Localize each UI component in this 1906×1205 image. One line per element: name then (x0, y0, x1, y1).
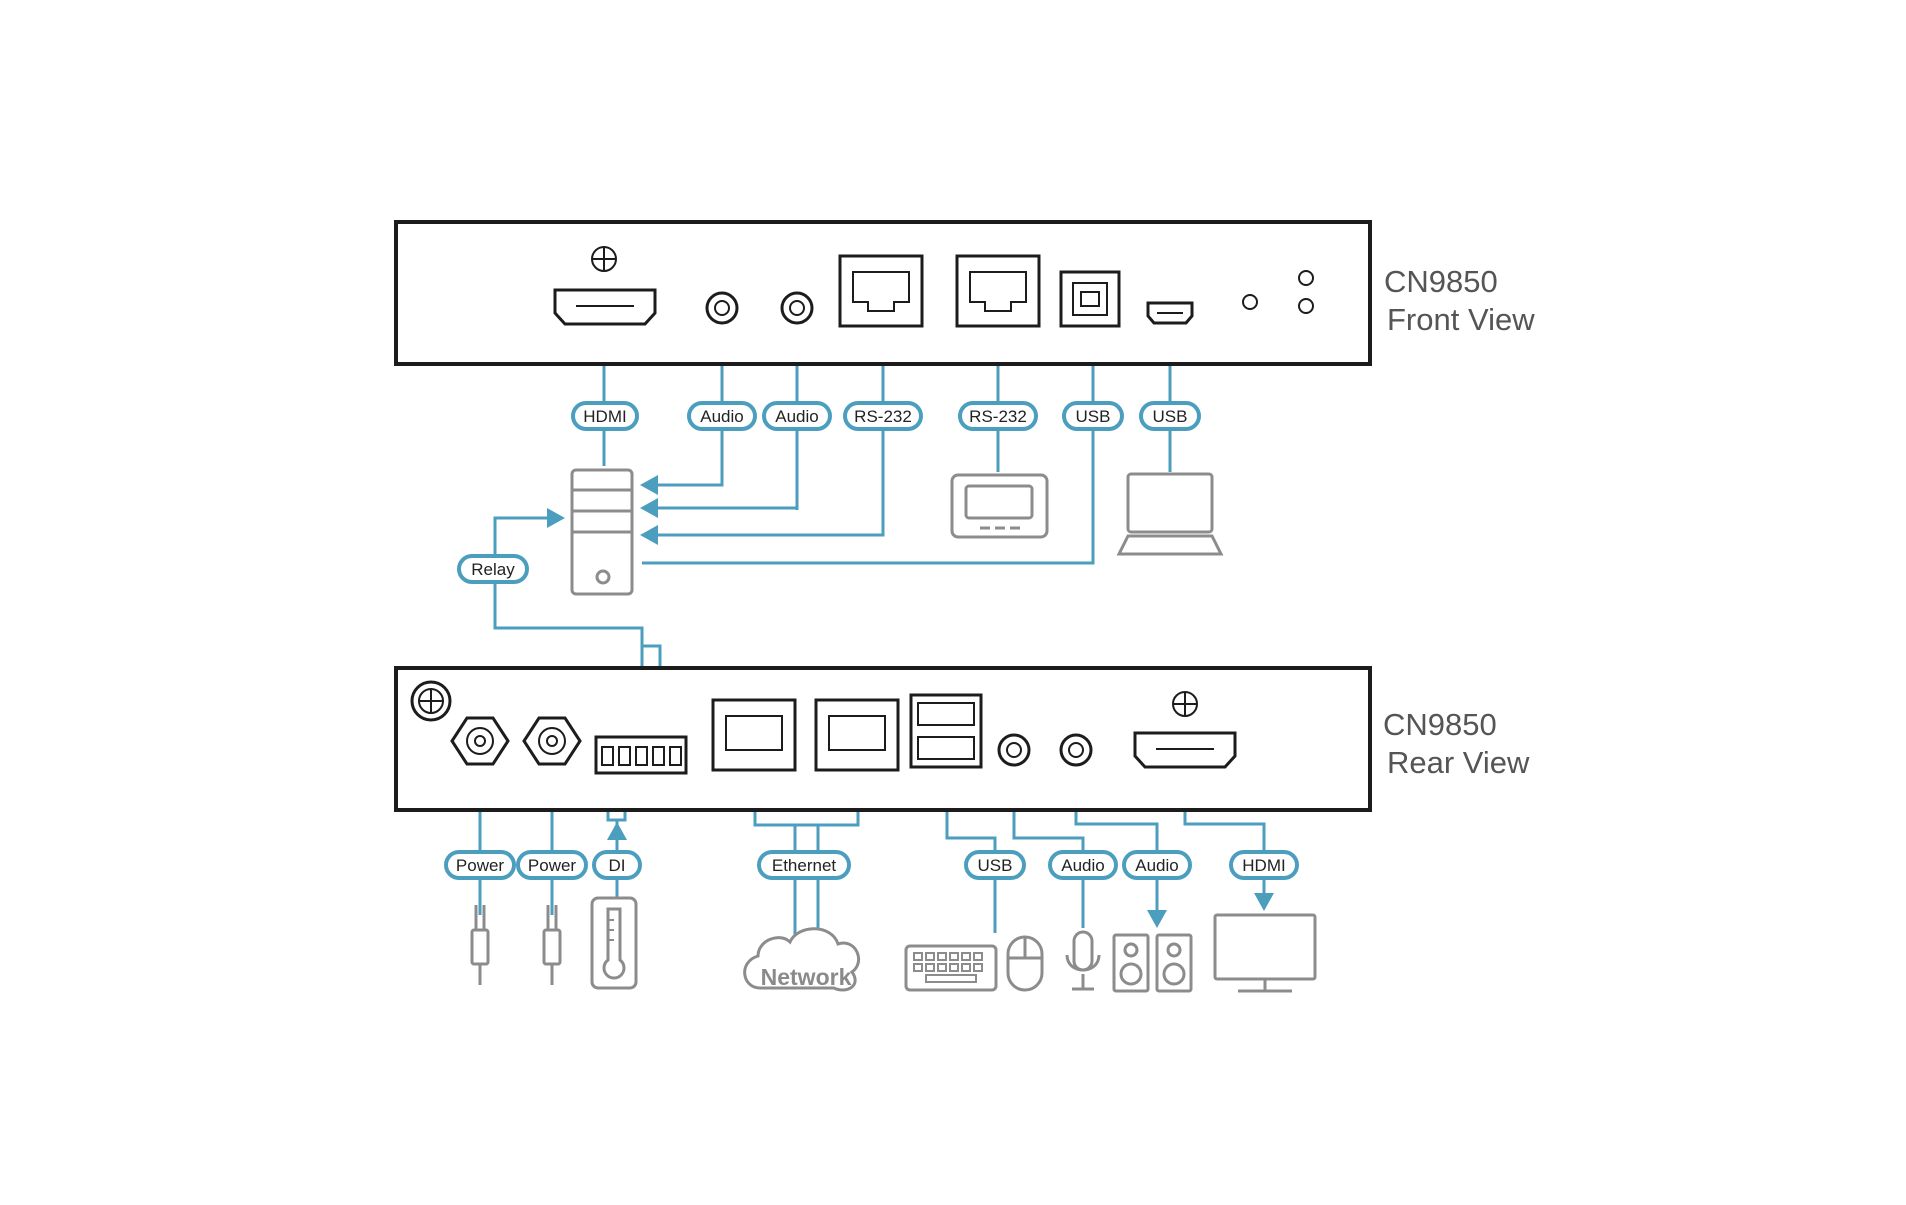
led-indicator-icon (1298, 270, 1314, 286)
dc-power-jack-icon (450, 716, 510, 766)
keyboard-icon (904, 944, 998, 992)
pill-front-rs232-1: RS-232 (843, 401, 923, 431)
pill-front-rs232-2: RS-232 (958, 401, 1038, 431)
svg-text:DI: DI (609, 856, 626, 875)
network-cloud-icon (743, 927, 860, 992)
svg-text:Audio: Audio (1061, 856, 1104, 875)
pill-rear-power-1: Power (444, 850, 516, 880)
pill-rear-usb: USB (964, 850, 1026, 880)
svg-text:Power: Power (528, 856, 577, 875)
svg-text:HDMI: HDMI (1242, 856, 1285, 875)
svg-text:USB: USB (1076, 407, 1111, 426)
svg-text:Relay: Relay (471, 560, 515, 579)
pill-front-audio-2: Audio (762, 401, 832, 431)
front-panel (394, 220, 1372, 366)
ground-screw-icon (410, 680, 452, 722)
svg-text:HDMI: HDMI (583, 407, 626, 426)
rj45-port-icon (838, 254, 924, 328)
arrow-front-audio-1 (640, 475, 658, 495)
pill-rear-power-2: Power (516, 850, 588, 880)
arrow-front-rs232-1 (640, 525, 658, 545)
svg-text:Audio: Audio (700, 407, 743, 426)
audio-jack-icon (997, 733, 1031, 767)
svg-text:Audio: Audio (775, 407, 818, 426)
pill-front-usb-1: USB (1062, 401, 1124, 431)
line-front-audio-1 (652, 330, 724, 487)
audio-jack-icon (780, 291, 814, 325)
arrow-rear-hdmi (1254, 893, 1274, 911)
terminal-block-icon (594, 735, 688, 775)
ethernet-port-icon (711, 698, 797, 772)
serial-device-icon (950, 473, 1049, 539)
pill-relay: Relay (457, 554, 529, 584)
pill-front-usb-2: USB (1139, 401, 1201, 431)
laptop-icon (1116, 472, 1224, 556)
ground-screw-icon (591, 246, 617, 272)
led-indicator-icon (1242, 294, 1258, 310)
pc-tower-icon (570, 468, 634, 596)
power-plug-icon (470, 905, 490, 985)
thermometer-icon (590, 896, 638, 990)
label-pills: HDMI Audio Audio RS-232 RS-232 USB USB R… (444, 401, 1299, 880)
pill-rear-di: DI (592, 850, 642, 880)
audio-jack-icon (705, 291, 739, 325)
pill-front-hdmi: HDMI (571, 401, 639, 431)
svg-text:USB: USB (978, 856, 1013, 875)
speaker-icon (1112, 933, 1193, 993)
mouse-icon (1006, 935, 1044, 992)
svg-text:RS-232: RS-232 (969, 407, 1027, 426)
ethernet-port-icon (814, 698, 900, 772)
led-indicator-icon (1298, 298, 1314, 314)
arrow-relay (547, 508, 565, 528)
rear-model-title: CN9850 (1383, 707, 1497, 742)
svg-text:Audio: Audio (1135, 856, 1178, 875)
front-view-title: Front View (1387, 302, 1535, 337)
rear-view-title: Rear View (1387, 745, 1530, 780)
dc-power-jack-icon (522, 716, 582, 766)
arrow-rear-audio-2 (1147, 910, 1167, 928)
usb-b-port-icon (1059, 270, 1121, 328)
arrow-front-audio-2 (640, 498, 658, 518)
rear-panel (394, 666, 1372, 812)
svg-text:USB: USB (1153, 407, 1188, 426)
microphone-icon (1065, 930, 1101, 991)
usb-a-port-icon (909, 693, 983, 769)
audio-jack-icon (1059, 733, 1093, 767)
pill-rear-audio-1: Audio (1048, 850, 1118, 880)
power-plug-icon (542, 905, 562, 985)
svg-text:Ethernet: Ethernet (772, 856, 837, 875)
pill-rear-ethernet: Ethernet (757, 850, 851, 880)
svg-text:RS-232: RS-232 (854, 407, 912, 426)
network-label: Network (761, 964, 852, 990)
pill-rear-hdmi: HDMI (1229, 850, 1299, 880)
pill-front-audio-1: Audio (687, 401, 757, 431)
ground-screw-icon (1172, 691, 1198, 717)
pill-rear-audio-2: Audio (1122, 850, 1192, 880)
rj45-port-icon (955, 254, 1041, 328)
line-front-rs232-1 (652, 332, 885, 537)
monitor-icon (1213, 913, 1317, 993)
front-model-title: CN9850 (1384, 264, 1498, 299)
micro-usb-port-icon (1146, 301, 1194, 325)
arrow-rear-di (607, 822, 627, 840)
svg-text:Power: Power (456, 856, 505, 875)
